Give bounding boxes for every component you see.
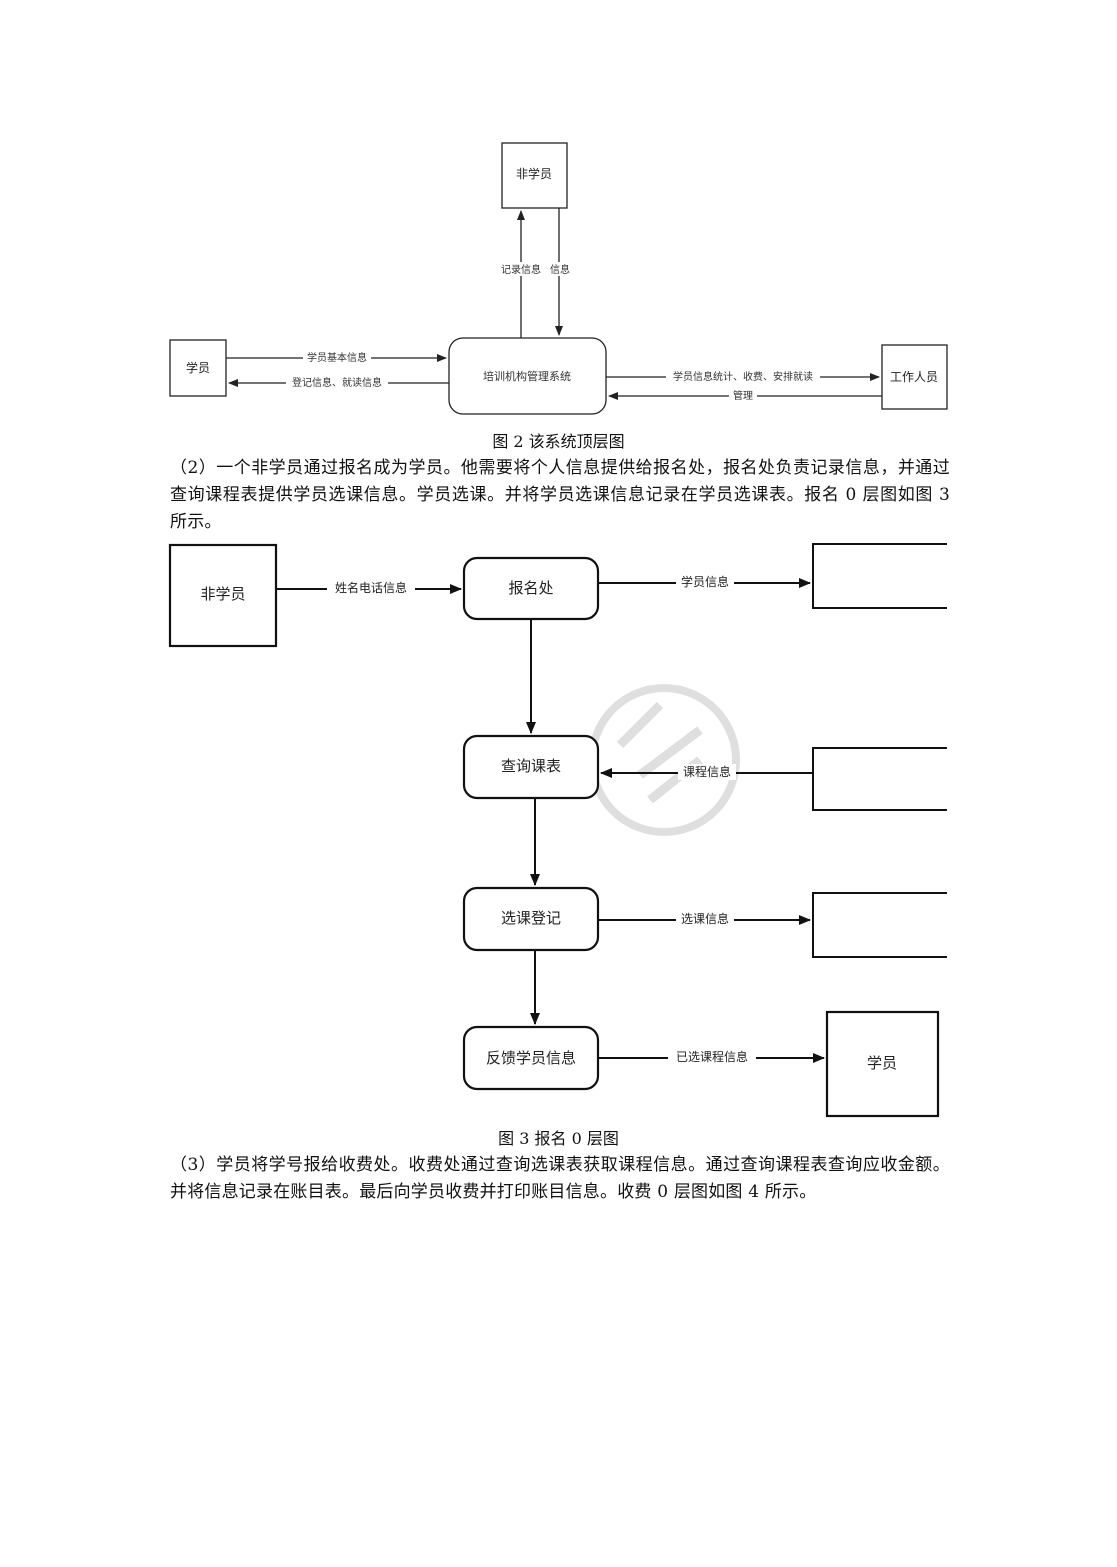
paragraph-2: （2）一个非学员通过报名成为学员。他需要将个人信息提供给报名处，报名处负责记录信… [170,458,950,532]
student-label: 学员 [186,360,210,375]
query-schedule-label: 查询课表 [501,757,561,775]
feedback-label: 反馈学员信息 [486,1049,576,1067]
fig3-student-label: 学员 [867,1054,897,1072]
store-course-info [812,747,947,811]
flow-course-info-label: 课程信息 [683,764,731,779]
student-entity [169,339,227,397]
flow-management-label: 管理 [733,389,753,402]
course-register-label: 选课登记 [501,909,561,927]
system-process [448,337,607,415]
staff-entity [881,344,948,410]
watermark-seal [588,684,740,836]
system-label: 培训机构管理系统 [483,369,571,383]
flow-student-basic-info-label: 学员基本信息 [307,351,367,364]
staff-label: 工作人员 [890,370,938,384]
flow-stats-fees-label: 学员信息统计、收费、安排就读 [673,370,813,383]
flow-record-info-label: 记录信息 [501,263,541,276]
flow-registration-info-label: 登记信息、就读信息 [292,376,382,389]
registration-label: 报名处 [508,579,553,597]
store-student-info [812,543,947,609]
paragraph-3: （3）学员将学号报给收费处。收费处通过查询选课表获取课程信息。通过查询课程表查询… [170,1155,950,1202]
figure-3-caption: 图 3 报名 0 层图 [498,1129,619,1148]
figure-3-diagram: 非学员 报名处 查询课表 选课登记 反馈学员信息 学员 姓名电话信息 学员信息 … [168,543,947,1118]
flow-selection-info-label: 选课信息 [681,911,729,926]
flow-info-label: 信息 [550,263,570,276]
flow-selected-courses-label: 已选课程信息 [676,1049,748,1064]
non-student-label: 非学员 [516,166,552,181]
fig3-student-entity [825,1010,940,1118]
flow-name-phone-label: 姓名电话信息 [335,580,407,595]
flow-student-info-label: 学员信息 [681,574,729,589]
fig3-non-student-label: 非学员 [200,585,245,603]
store-course-selection [812,892,947,958]
fig3-non-student-entity [168,543,278,648]
figure-2-caption: 图 2 该系统顶层图 [492,432,625,451]
query-schedule-process [462,734,600,800]
non-student-entity [501,142,568,209]
figure-2-diagram: 非学员 学员 培训机构管理系统 工作人员 记录信息 信息 学员基本信息 登记信息… [169,142,948,415]
